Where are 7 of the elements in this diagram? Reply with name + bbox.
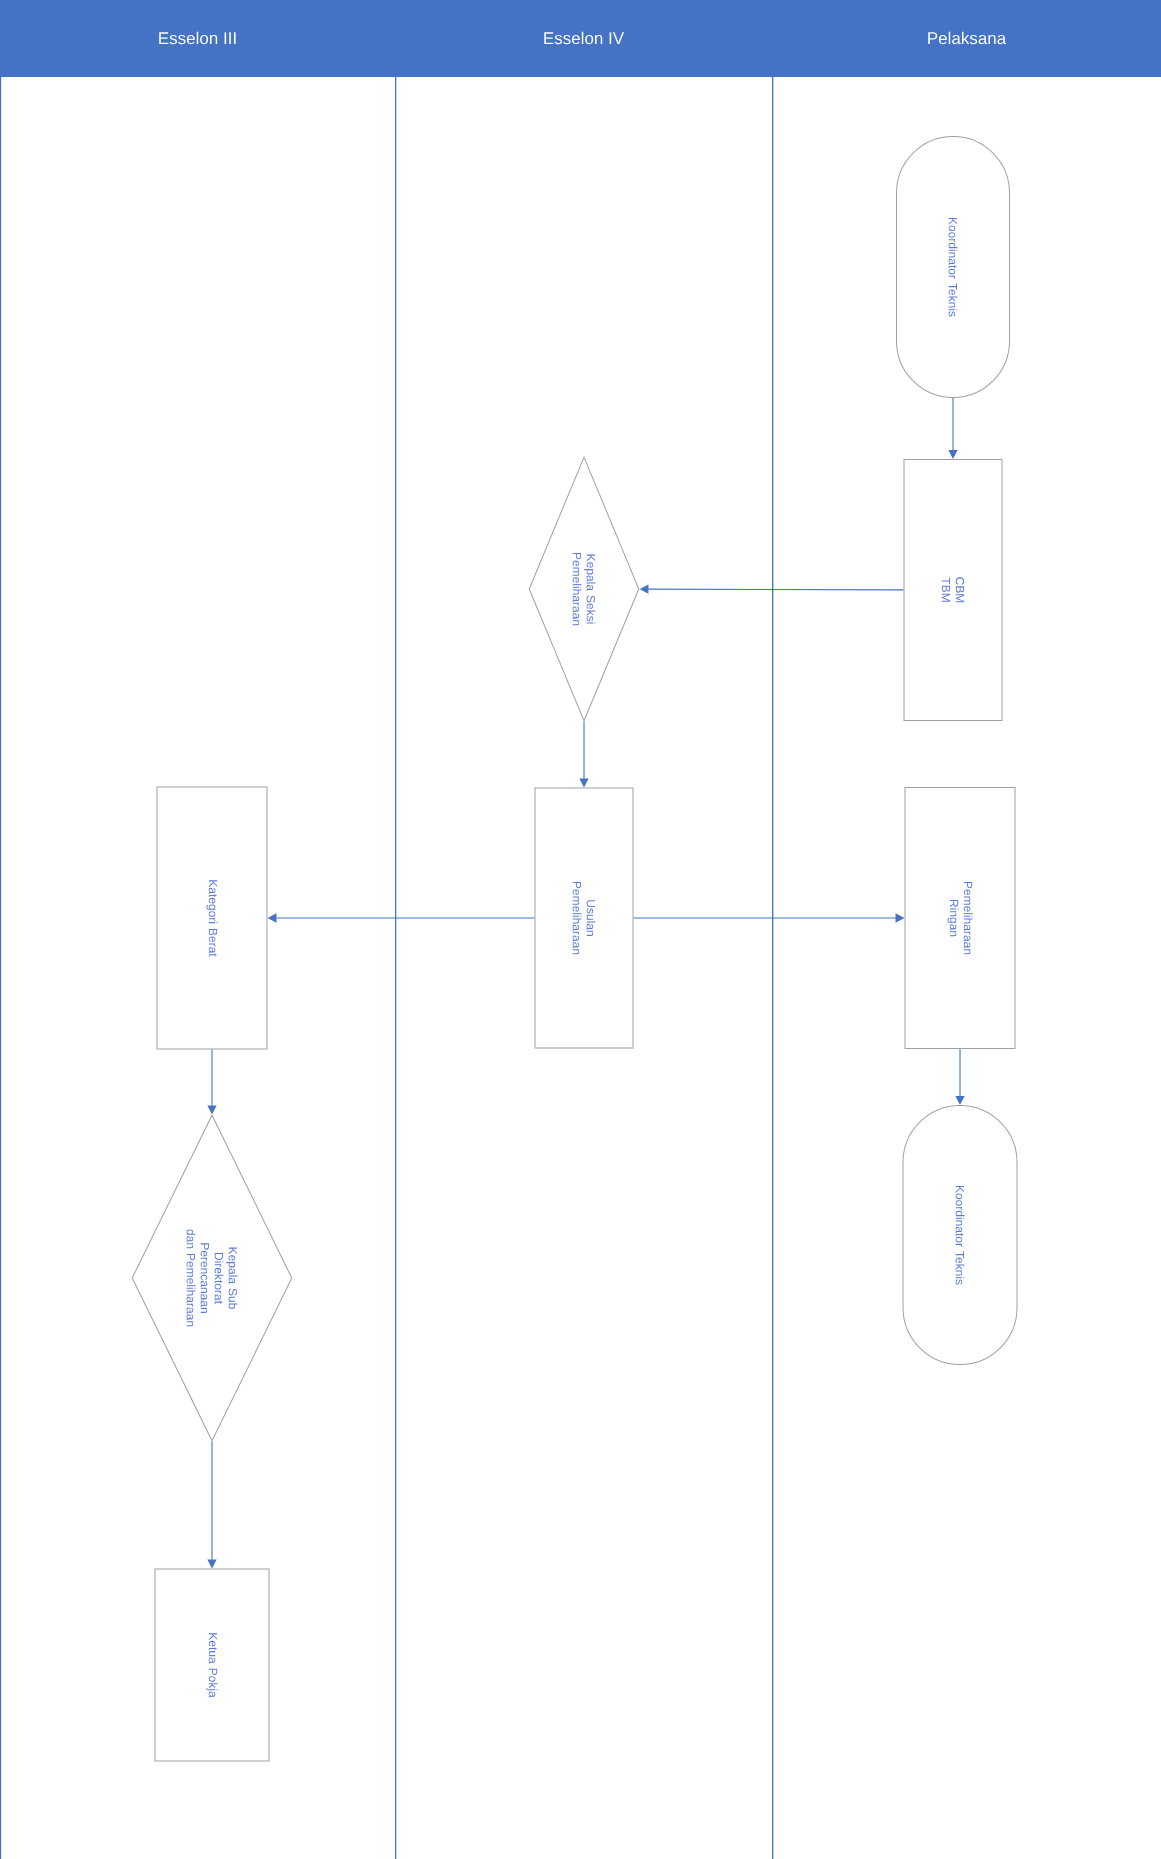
arrow — [948, 397, 958, 459]
process-box: Usulan Pemeliharaan — [534, 787, 634, 1049]
process-box: CBM TBM — [903, 459, 1003, 721]
process-box: Kategori Berat — [156, 786, 268, 1050]
process-box: Pemeliharaan Ringan — [904, 787, 1016, 1049]
arrow — [955, 1048, 965, 1105]
process-box: Ketua Pokja — [154, 1568, 270, 1762]
